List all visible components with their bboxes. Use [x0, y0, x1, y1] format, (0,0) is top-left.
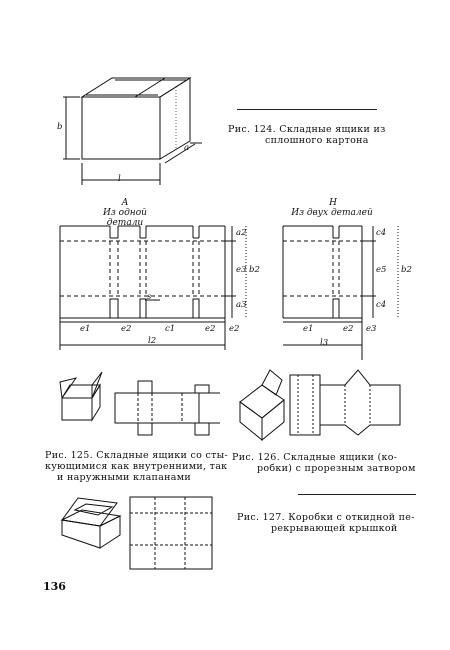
dim-e1-b: e1	[303, 324, 314, 334]
dim-e1-a: e1	[80, 324, 91, 334]
fig127-caption-line1: Рис. 127. Коробки с откидной пе-	[237, 512, 415, 523]
fig124-box-drawing	[63, 77, 202, 185]
dim-c4: c4	[376, 228, 387, 238]
fig126-caption-line2: робки) с прорезным затвором	[257, 463, 416, 474]
dim-a2: a2	[236, 228, 247, 238]
panel-b-drawing	[282, 225, 399, 360]
dim-e2-c: e2	[229, 324, 240, 334]
caption-rule-124	[237, 109, 377, 110]
dim-e5: e5	[376, 265, 387, 275]
dim-e3: e3	[236, 265, 247, 275]
fig124-caption-line1: Рис. 124. Складные ящики из	[228, 124, 386, 135]
dim-b-label: b	[57, 122, 63, 132]
fig126-caption-line1: Рис. 126. Складные ящики (ко-	[232, 452, 398, 463]
caption-rule-127	[298, 494, 416, 495]
dim-a-label: a	[184, 143, 190, 153]
fig125-drawings	[59, 371, 220, 436]
dim-e2-a: e2	[121, 324, 132, 334]
dim-b2-b: b2	[401, 265, 412, 275]
dim-c4-b: c4	[376, 300, 387, 310]
dim-e2-b: e2	[205, 324, 216, 334]
dim-a3: a3	[236, 300, 247, 310]
dim-l3: l3	[320, 338, 329, 348]
fig127-drawings	[60, 496, 213, 570]
dim-l-label: l	[118, 174, 121, 184]
fig125-caption-line1: Рис. 125. Складные ящики со сты-	[45, 450, 228, 461]
fig125-caption-line2: кующимися как внутренними, так	[45, 461, 228, 472]
dim-l2: l2	[148, 336, 157, 346]
header-b-letter: Н	[329, 198, 337, 208]
dim-b2-a: b2	[249, 265, 260, 275]
header-a-letter: А	[121, 198, 129, 208]
header-a-sub: Из одной детали	[103, 208, 147, 228]
fig127-caption-line2: рекрывающей крышкой	[271, 523, 398, 534]
fig124-caption-line2: сплошного картона	[265, 135, 369, 146]
dim-c1: c1	[165, 324, 176, 334]
fig126-drawings	[239, 369, 401, 442]
page-number: 136	[43, 580, 66, 593]
dim-e2-b2: e2	[343, 324, 354, 334]
dim-e3-b: e3	[366, 324, 377, 334]
header-b-sub: Из двух деталей	[291, 208, 373, 218]
fig125-caption-line3: и наружными клапанами	[57, 472, 192, 483]
dim-s: s	[147, 292, 152, 302]
panel-a-drawing	[59, 225, 247, 350]
